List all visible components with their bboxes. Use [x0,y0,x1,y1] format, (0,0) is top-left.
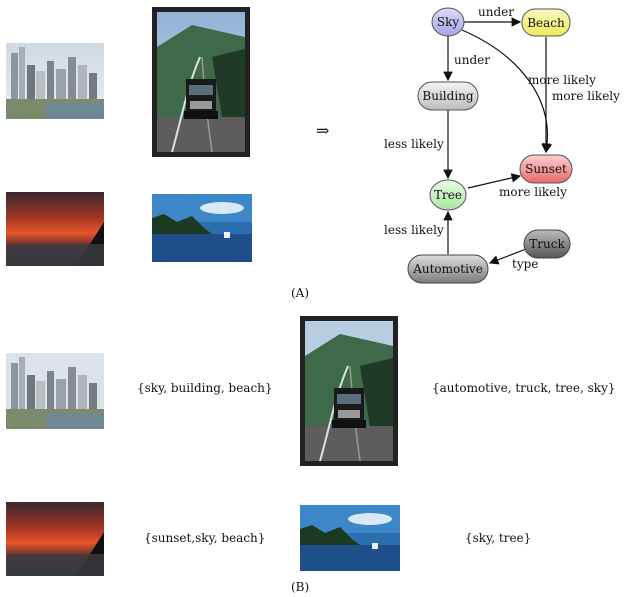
label-tree-sunset: more likely [499,185,567,199]
node-beach: Beach [521,8,571,37]
svg-text:Sky: Sky [437,15,459,29]
svg-text:Beach: Beach [527,16,565,30]
lake-photo-b [300,505,400,571]
edge-tree-sunset [467,173,522,189]
label-sky-beach: under [478,5,514,19]
node-sunset: Sunset [519,154,573,184]
panel-b-label: (B) [291,580,310,594]
implies-arrow: ⇒ [316,121,330,140]
node-sky: Sky [431,7,465,37]
svg-text:Tree: Tree [434,188,462,202]
city-photo-b [6,353,104,429]
svg-text:Building: Building [422,89,473,103]
node-automotive: Automotive [407,254,489,284]
label-sky-sunset: more likely [552,89,620,103]
label-truck-automotive: type [512,257,538,271]
node-truck: Truck [523,229,571,259]
node-tree: Tree [429,179,467,211]
svg-text:Sunset: Sunset [525,162,567,176]
svg-text:Automotive: Automotive [412,262,483,276]
svg-text:Truck: Truck [529,237,565,251]
tags-sunset: {sunset,sky, beach} [144,531,266,545]
city-photo-a [6,43,104,119]
node-building: Building [417,81,479,111]
panel-a-label: (A) [291,286,310,300]
label-building-tree: less likely [384,137,444,151]
sunset-photo-b [6,502,104,576]
tags-lake: {sky, tree} [465,531,532,545]
label-sky-building: under [454,53,490,67]
label-beach-sunset: more likely [528,73,596,87]
label-automotive-tree: less likely [384,223,444,237]
truck-photo-a [152,7,250,157]
lake-photo-a [152,194,252,262]
tags-city: {sky, building, beach} [137,381,273,395]
edge-truck-automotive [488,248,527,265]
truck-photo-b [300,316,398,466]
concept-graph: under under more likely more likely less… [384,5,620,284]
sunset-photo-a [6,192,104,266]
tags-truck: {automotive, truck, tree, sky} [432,381,616,395]
edge-sky-sunset [461,29,553,154]
